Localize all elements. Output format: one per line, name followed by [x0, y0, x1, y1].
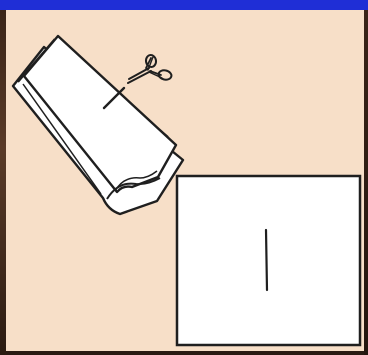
scissors-icon [128, 54, 172, 83]
square-paper-icon [177, 176, 360, 345]
folded-paper-icon [13, 36, 183, 214]
